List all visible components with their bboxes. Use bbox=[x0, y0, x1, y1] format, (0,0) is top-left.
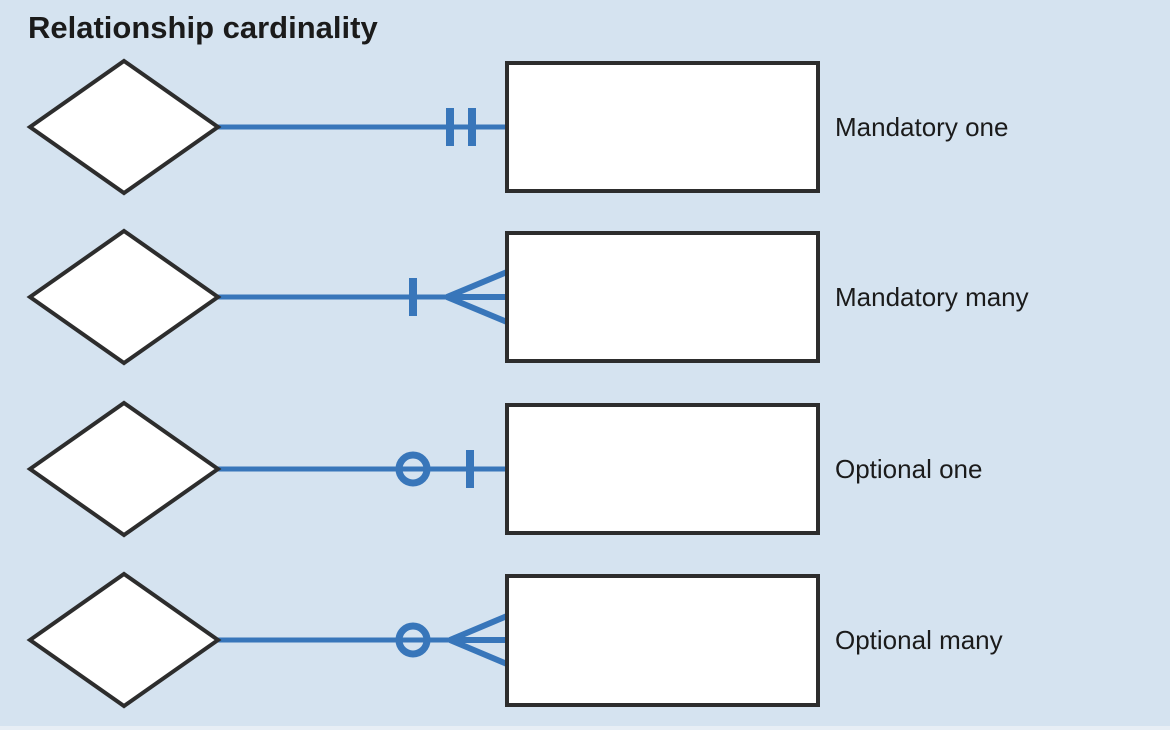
row-label: Mandatory many bbox=[835, 282, 1029, 312]
row-label: Optional one bbox=[835, 454, 982, 484]
crowfoot-prong bbox=[445, 294, 509, 325]
row-optional-one: Optional one bbox=[26, 400, 982, 538]
row-optional-many: Optional many bbox=[26, 571, 1003, 709]
row-mandatory-many: Mandatory many bbox=[26, 228, 1029, 366]
optional-circle-icon bbox=[395, 451, 431, 487]
relationship-diamond bbox=[26, 58, 222, 196]
crowfoot-prong bbox=[448, 637, 509, 667]
entity-rectangle bbox=[505, 403, 820, 535]
diagram-title: Relationship cardinality bbox=[28, 10, 378, 45]
relationship-diamond bbox=[26, 571, 222, 709]
crowfoot-icon bbox=[448, 613, 509, 667]
crowfoot-prong bbox=[445, 269, 509, 300]
relationship-diamond bbox=[26, 400, 222, 538]
bottom-edge-strip bbox=[0, 726, 1170, 730]
crowfoot-prong bbox=[448, 613, 509, 643]
entity-rectangle bbox=[505, 231, 820, 363]
entity-rectangle bbox=[505, 574, 820, 707]
row-label: Mandatory one bbox=[835, 112, 1008, 142]
row-label: Optional many bbox=[835, 625, 1003, 655]
relationship-diamond bbox=[26, 228, 222, 366]
row-mandatory-one: Mandatory one bbox=[26, 58, 1008, 196]
optional-circle-icon bbox=[395, 622, 431, 658]
entity-rectangle bbox=[505, 61, 820, 193]
crowfoot-icon bbox=[445, 269, 509, 325]
